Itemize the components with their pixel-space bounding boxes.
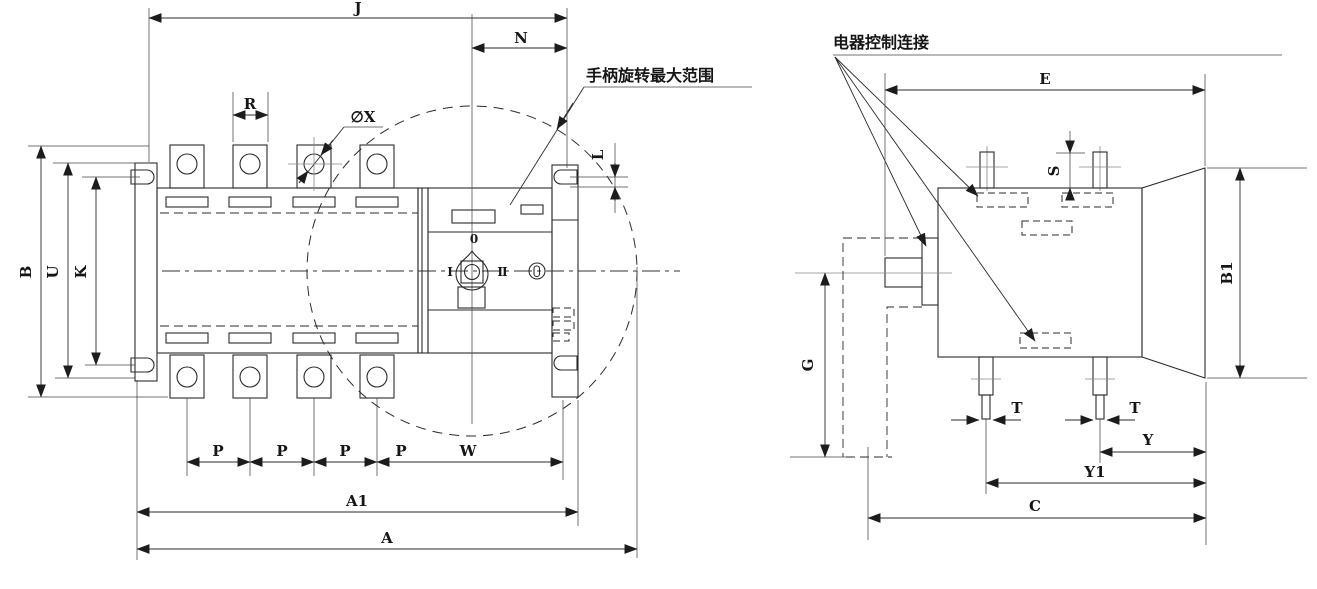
left-view: 0 I II 手柄旋转最大范围 ∅X J (17, 0, 752, 560)
dim-label-N: N (514, 29, 528, 47)
dim-label-P3: P (339, 442, 350, 460)
top-studs (966, 146, 1121, 191)
dim-label-K: K (72, 265, 90, 279)
dim-G: G (790, 272, 846, 458)
note-leader-line (509, 86, 585, 206)
padlock-icon (528, 262, 546, 280)
terminal-extension-lines (186, 398, 378, 476)
handle-position-2: II (497, 265, 508, 279)
handle-position-1: I (447, 265, 453, 279)
dim-K: K (72, 176, 140, 366)
dim-N: N (471, 29, 568, 53)
dim-Y1: Y1 (985, 419, 1207, 494)
terminal-shroud (1141, 167, 1206, 379)
control-connection-note: 电器控制连接 (833, 33, 1282, 342)
dim-C: C (867, 447, 1207, 540)
terminals-bottom (169, 354, 395, 399)
dim-label-W: W (459, 442, 478, 460)
handle-rotation-note-text: 手柄旋转最大范围 (586, 66, 714, 85)
mounting-slot-right-bottom (553, 355, 578, 371)
hole-diameter-callout: ∅X (288, 108, 383, 191)
control-connection-pads (976, 192, 1114, 349)
dim-label-Y: Y (1142, 431, 1154, 449)
dim-label-T1: T (1011, 399, 1023, 417)
control-note-text: 电器控制连接 (833, 33, 929, 52)
dim-R: R (232, 92, 269, 142)
bracket-dashed-detail (552, 307, 575, 342)
drive-shaft (795, 237, 952, 306)
dim-label-R: R (244, 95, 257, 113)
dim-label-G: G (799, 359, 817, 372)
dim-U: U (44, 162, 150, 379)
handle-rotation-note: 手柄旋转最大范围 (509, 66, 752, 206)
body-slots (165, 196, 399, 344)
dim-B: B (17, 145, 168, 398)
padlock-slot (533, 265, 541, 278)
handle-shaft-hole (463, 263, 481, 281)
side-body (937, 187, 1143, 358)
dim-Y: Y (1099, 382, 1207, 545)
dim-label-B: B (17, 266, 35, 279)
dim-B1: B1 (1207, 167, 1307, 379)
dim-E: E (884, 70, 1206, 256)
dim-label-P1: P (212, 442, 223, 460)
dim-label-C: C (1029, 497, 1041, 515)
mounting-slot-right-top (553, 169, 578, 185)
dim-T1: T (951, 399, 1023, 425)
dim-label-A: A (380, 529, 393, 547)
handle-position-0: 0 (470, 232, 478, 246)
mounting-slot-left-top (130, 169, 155, 185)
label-plate (451, 209, 496, 224)
handle-dashed-outline (842, 237, 922, 458)
small-plate (520, 204, 544, 215)
terminals-top (169, 144, 395, 189)
mounting-bracket-left (134, 162, 158, 382)
dim-J: J (148, 0, 568, 168)
note-leader-arrow (556, 102, 574, 130)
dim-label-E: E (1039, 70, 1050, 88)
dim-label-P2: P (276, 442, 287, 460)
handle-socket (460, 260, 484, 284)
bottom-studs (971, 356, 1115, 420)
dim-L: L (570, 143, 628, 213)
handle-assembly: 0 I II (447, 204, 546, 309)
dim-T2: T (1065, 399, 1141, 425)
right-view: 电器控制连接 E S B1 (790, 33, 1307, 545)
dim-P-row: P P P P W (186, 400, 564, 480)
dim-label-S: S (1045, 166, 1063, 177)
dim-A1: A1 (136, 380, 579, 560)
mounting-bracket-right (551, 164, 579, 398)
dim-label-A1: A1 (345, 492, 368, 510)
dim-label-T2: T (1129, 399, 1141, 417)
mounting-slot-left-bottom (130, 357, 155, 373)
dim-label-U: U (44, 265, 62, 278)
dim-label-P4: P (395, 442, 406, 460)
dim-label-Y1: Y1 (1083, 463, 1105, 481)
dim-label-J: J (352, 0, 361, 17)
handle-base (457, 286, 486, 309)
handle-knob[interactable] (455, 249, 489, 291)
dim-label-L: L (589, 149, 607, 160)
dim-A: A (136, 267, 638, 558)
dim-label-X: ∅X (351, 108, 376, 126)
dim-S: S (1045, 131, 1085, 201)
dim-label-B1: B1 (1218, 261, 1236, 284)
